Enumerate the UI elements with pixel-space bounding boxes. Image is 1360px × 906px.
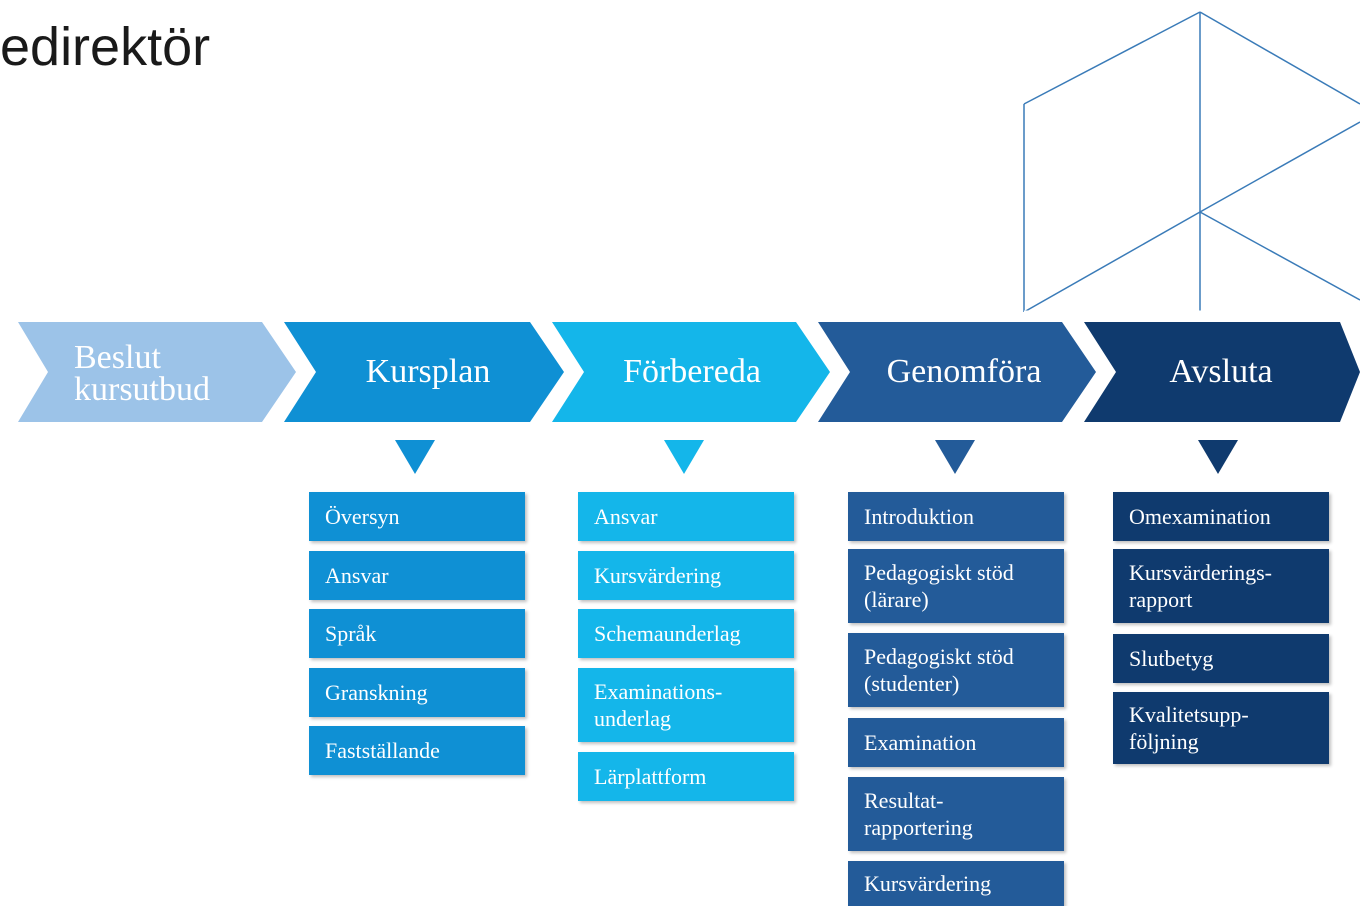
stage-label-beslut: Beslut kursutbud [74,339,210,408]
avsluta-item-kursvarderingsrapport: Kursvärderings- rapport [1113,549,1329,623]
stage-arrow-forbereda [552,322,830,422]
stage-arrow-kursplan [284,322,564,422]
forbereda-item-ansvar: Ansvar [578,492,794,541]
stage-label-avsluta: Avsluta [1169,353,1273,390]
forbereda-item-schemaunderlag: Schemaunderlag [578,609,794,658]
stage-label-kursplan: Kursplan [365,353,491,390]
down-triangle-icon [935,440,975,474]
avsluta-item-slutbetyg: Slutbetyg [1113,634,1329,683]
forbereda-item-examinationsunderlag: Examinations- underlag [578,668,794,742]
stage-arrow-genomfora [818,322,1096,422]
stage-arrow-beslut [18,322,296,422]
decorative-cube-lines [1023,11,1360,312]
stage-label-forbereda: Förbereda [623,353,761,390]
genomfora-item-introduktion: Introduktion [848,492,1064,541]
kursplan-item-ansvar: Ansvar [309,551,525,600]
kursplan-item-sprak: Språk [309,609,525,658]
avsluta-item-kvalitetsuppfoljning: Kvalitetsupp- följning [1113,692,1329,764]
stage-label-beslut-line1: Beslut [74,339,161,376]
forbereda-item-kursvardering: Kursvärdering [578,551,794,600]
genomfora-item-pedagogiskt-stod-larare: Pedagogiskt stöd (lärare) [848,549,1064,623]
down-triangle-icon [395,440,435,474]
stage-arrow-avsluta [1084,322,1360,422]
stage-label-genomfora: Genomföra [886,353,1042,390]
kursplan-item-granskning: Granskning [309,668,525,717]
genomfora-item-examination: Examination [848,718,1064,767]
down-triangle-icon [664,440,704,474]
avsluta-item-omexamination: Omexamination [1113,492,1329,541]
down-triangle-icon [1198,440,1238,474]
process-arrow-band [18,322,1360,422]
stage-label-beslut-line2: kursutbud [74,371,210,408]
kursplan-item-oversyn: Översyn [309,492,525,541]
kursplan-item-faststallande: Fastställande [309,726,525,775]
forbereda-item-larplattform: Lärplattform [578,752,794,801]
genomfora-item-resultatrapportering: Resultat- rapportering [848,777,1064,851]
page-title: edirektör [0,17,211,77]
genomfora-item-pedagogiskt-stod-studenter: Pedagogiskt stöd (studenter) [848,633,1064,707]
genomfora-item-kursvardering: Kursvärdering [848,861,1064,906]
